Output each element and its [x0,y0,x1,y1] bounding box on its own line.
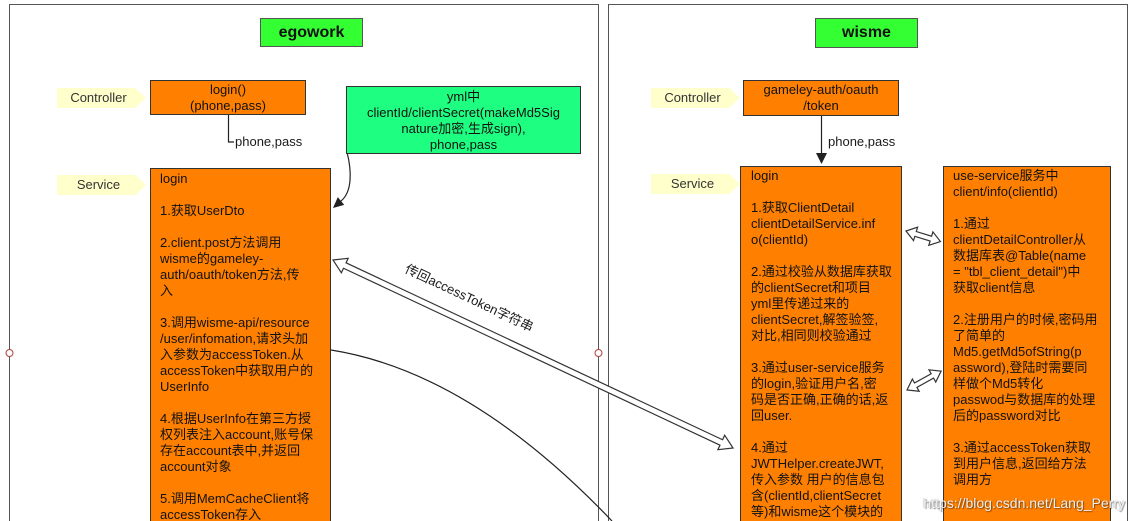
yml-to-service-curve [340,151,351,202]
wisme-controller-tag: Controller [651,88,740,108]
wisme-title: wisme [815,18,918,48]
egowork-controller-edge-label: phone,pass [235,134,303,149]
resize-handle-right[interactable] [594,349,603,357]
access-token-double-arrow [331,257,735,451]
wisme-service-box: login 1.获取ClientDetail clientDetailServi… [740,166,902,521]
egowork-service-tag: Service [57,175,146,195]
user-login-double-arrow [906,369,943,392]
wisme-service-tag: Service [651,174,740,194]
access-token-edge-label: 传回accessToken字符串 [403,261,536,334]
egowork-title: egowork [260,18,363,47]
user-service-box: use-service服务中 client/info(clientId) 1.通… [943,166,1111,521]
wisme-controller-edge-label: phone,pass [828,134,896,149]
wisme-controller-to-service-arrowhead [816,153,827,164]
egowork-to-wisme-curve [330,349,613,521]
egowork-controller-box: login() (phone,pass) [150,80,306,115]
client-info-double-arrow [904,226,942,247]
yml-to-service-arrowhead [333,197,345,208]
wisme-controller-box: gameley-auth/oauth /token [743,80,899,116]
watermark: https://blog.csdn.net/Lang_Perry [923,495,1125,511]
yml-config-note: yml中 clientId/clientSecret(makeMd5Sig na… [346,86,581,154]
egowork-service-box: login 1.获取UserDto 2.client.post方法调用 wism… [150,168,331,521]
resize-handle-left[interactable] [5,349,14,357]
egowork-controller-tag: Controller [57,88,146,108]
egowork-controller-to-service-line [227,115,234,143]
